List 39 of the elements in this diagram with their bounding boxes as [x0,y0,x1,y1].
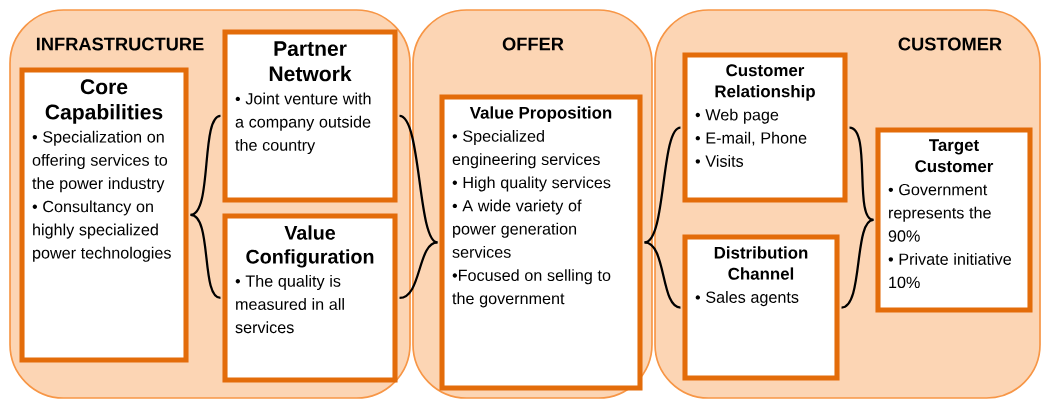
text-box [222,213,398,383]
bullet-item: • E-mail, Phone [695,131,807,146]
box-heading: Target Customer [915,139,994,173]
brace [644,126,681,244]
text-box [222,29,398,203]
bullet-item: • Consultancy on highly specialized power technologies [32,200,171,262]
brace [849,126,874,222]
text-box [875,127,1033,313]
text-box [439,94,643,391]
bullet-item: • Specialized engineering services [452,130,600,169]
bullet-item: • The quality is measured in all services [235,274,344,334]
bullet-item: • Specialization on offering services to the power industry [32,130,168,193]
box-heading: Value Configuration [246,225,374,268]
brace [190,213,221,300]
bullet-item: • Sales agents [695,291,799,307]
box-heading: Core Capabilities [45,79,163,124]
bullet-item: • High quality services [452,176,611,192]
bullet-item: • Private initiative 10% [888,253,1011,289]
brace [644,241,681,309]
band-heading: CUSTOMER [898,37,1002,51]
band-heading: OFFER [502,37,564,51]
band-heading: INFRASTRUCTURE [36,37,204,51]
brace [399,241,438,300]
bullet-item: • Web page [695,108,779,124]
bullet-item: • A wide variety of power generation services [452,199,582,258]
bullet-item: •Focused on selling to the government [452,269,611,308]
brace [190,114,221,217]
box-heading: Distribution Channel [714,246,808,280]
bullet-item: • Government represents the 90% [888,183,991,242]
brace [841,218,874,309]
box-heading: Customer Relationship [715,64,815,101]
text-box [682,52,848,203]
brace [399,115,438,244]
bullet-item: • Visits [695,155,744,167]
box-heading: Partner Network [269,41,352,82]
text-box [19,67,189,363]
text-box [682,234,840,381]
box-heading: Value Proposition [469,106,612,122]
bullet-item: • Joint venture with a company outside the country [235,92,371,155]
